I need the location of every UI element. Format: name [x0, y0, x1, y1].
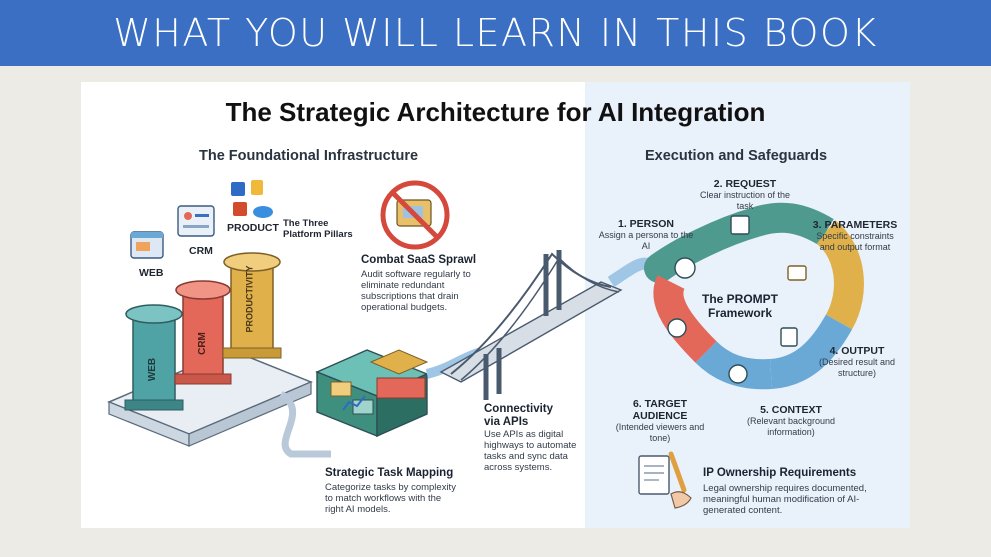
pillar-web-label: WEB [147, 357, 159, 382]
product-icon-label: PRODUCT [227, 222, 279, 234]
step-target-audience: 6. TARGET AUDIENCE (Intended viewers and… [605, 398, 715, 444]
request-note-icon [730, 215, 750, 235]
step-output-body: (Desired result and structure) [818, 357, 896, 378]
pillar-crm-label: CRM [196, 332, 208, 355]
apis-body: Use APIs as digital highways to automate… [484, 429, 577, 473]
step-target-audience-title: 6. TARGET AUDIENCE [632, 398, 688, 422]
segment-request [751, 202, 834, 246]
diagram-illustration [107, 180, 864, 509]
segment-output [769, 314, 853, 389]
audience-people-icon [667, 318, 687, 338]
sprawl-body: Audit software regularly to eliminate re… [361, 269, 471, 313]
step-parameters-body: Specific constraints and output format [816, 231, 894, 252]
crm-app-icon [177, 205, 215, 237]
pillars-caption: The Three Platform Pillars [283, 218, 353, 240]
pillar-web [124, 304, 184, 411]
ip-document-pen-icon [638, 451, 692, 509]
step-context-title: 5. CONTEXT [760, 404, 822, 416]
task-mapping-body: Categorize tasks by complexity to match … [325, 482, 456, 515]
person-icon [674, 257, 696, 279]
sprawl-title: Combat SaaS Sprawl [361, 254, 477, 266]
task-mapping-blocks [315, 349, 429, 438]
output-document-icon [780, 327, 798, 347]
web-icon-label: WEB [139, 267, 164, 279]
prompt-framework-label: The PROMPT Framework [701, 292, 778, 320]
apis-title: Connectivity via APIs [484, 403, 554, 428]
step-output: 4. OUTPUT (Desired result and structure) [817, 345, 897, 379]
diagram-title: The Strategic Architecture for AI Integr… [225, 97, 766, 127]
right-section-title: Execution and Safeguards [645, 148, 828, 164]
base-pipe [278, 391, 331, 458]
step-person-title: 1. PERSON [617, 218, 675, 230]
step-context: 5. CONTEXT (Relevant background informat… [735, 404, 847, 438]
pillar-productivity-label: PRODUCTIVITY [244, 265, 255, 333]
step-person-body: Assign a persona to the AI [598, 230, 694, 251]
step-context-body: (Relevant background information) [746, 416, 836, 437]
platform-base [107, 349, 313, 447]
crm-icon-label: CRM [189, 245, 213, 257]
step-output-title: 4. OUTPUT [829, 345, 885, 357]
step-person: 1. PERSON Assign a persona to the AI [598, 218, 694, 252]
left-section-title: The Foundational Infrastructure [199, 148, 419, 164]
infographic-card: The Strategic Architecture for AI Integr… [81, 82, 910, 528]
ip-ownership-body: Legal ownership requires documented, mea… [703, 483, 867, 516]
banner-title: WHAT YOU WILL LEARN IN THIS BOOK [113, 11, 878, 55]
context-chat-icon [728, 364, 748, 384]
step-parameters-title: 3. PARAMETERS [812, 219, 898, 231]
pillar-productivity [222, 252, 282, 359]
step-parameters: 3. PARAMETERS Specific constraints and o… [809, 219, 901, 253]
pillar-crm [174, 280, 232, 385]
api-bridge [439, 250, 623, 400]
sliders-icon [787, 265, 807, 281]
step-request-body: Clear instruction of the task [699, 190, 791, 211]
prompt-framework-loop [644, 202, 864, 390]
step-target-audience-body: (Intended viewers and tone) [615, 422, 705, 443]
title-banner: WHAT YOU WILL LEARN IN THIS BOOK [0, 0, 991, 66]
product-apps-icon [231, 180, 273, 218]
segment-target [653, 275, 717, 363]
task-mapping-title: Strategic Task Mapping [325, 467, 454, 479]
step-request-title: 2. REQUEST [713, 178, 777, 190]
segment-parameters [815, 220, 864, 330]
ip-ownership-title: IP Ownership Requirements [703, 467, 857, 479]
no-sprawl-icon [380, 180, 450, 250]
web-browser-icon [130, 231, 164, 259]
step-request: 2. REQUEST Clear instruction of the task [693, 178, 797, 212]
